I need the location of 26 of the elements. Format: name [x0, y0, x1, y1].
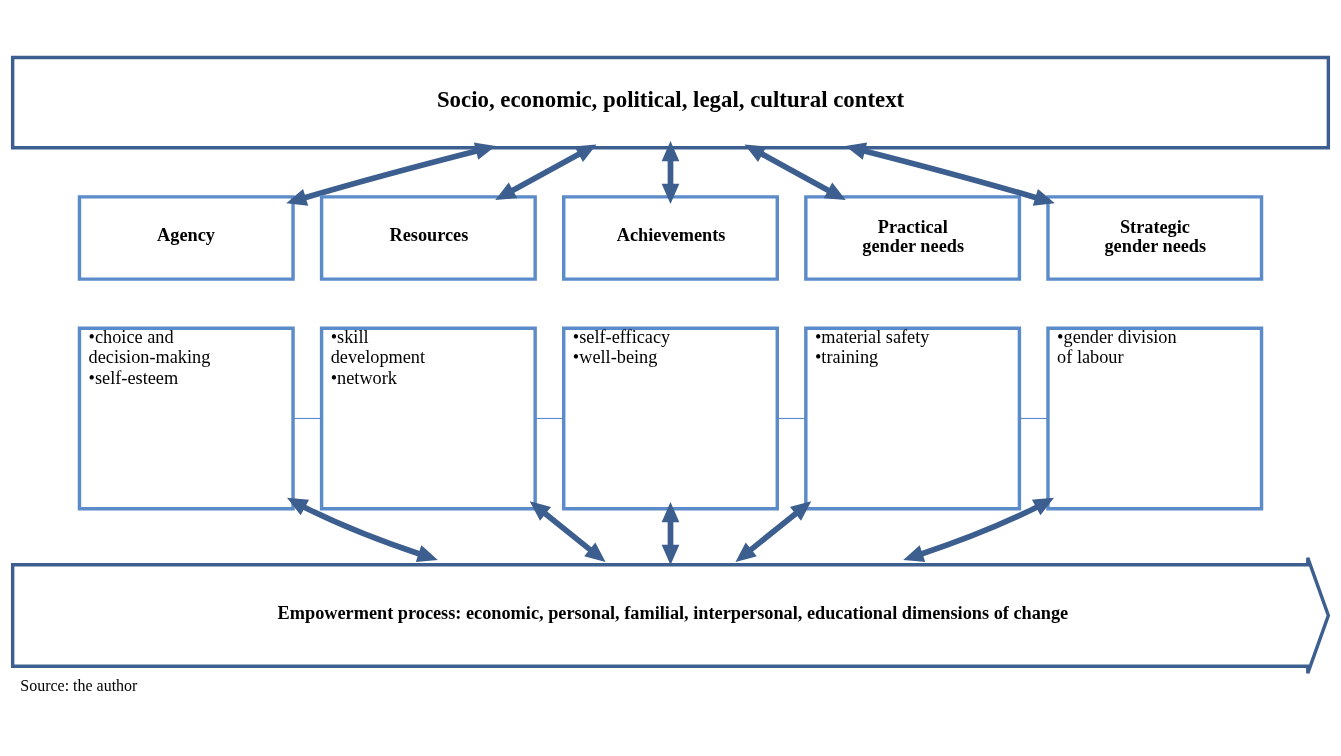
node-box: •gender division of labour — [1046, 326, 1264, 510]
connector — [776, 417, 806, 419]
node-box: Achievements — [562, 194, 779, 281]
node-box: Practical gender needs — [804, 194, 1022, 281]
arrow — [286, 141, 496, 206]
node-box: •self-efficacy •well-being — [562, 326, 779, 510]
caption: Source: the author — [20, 676, 138, 694]
connector — [1018, 417, 1049, 419]
arrow — [495, 144, 597, 200]
arrow — [287, 497, 438, 562]
arrow — [903, 497, 1054, 562]
node-box: •choice and decision-making •self-esteem — [77, 326, 295, 510]
connector — [292, 417, 322, 419]
node-box: •material safety •training — [804, 326, 1022, 510]
arrow — [845, 141, 1055, 206]
node-box: •skill development •network — [319, 326, 537, 510]
node-box: Agency — [77, 194, 295, 281]
arrow — [735, 500, 812, 562]
node-box: Resources — [319, 194, 537, 281]
arrow — [744, 144, 846, 200]
arrow — [661, 140, 680, 204]
connector — [534, 417, 564, 419]
arrow — [661, 501, 680, 565]
node-box: Socio, economic, political, legal, cultural context — [10, 55, 1331, 149]
node-box: Strategic gender needs — [1046, 194, 1264, 281]
arrow — [529, 500, 606, 562]
